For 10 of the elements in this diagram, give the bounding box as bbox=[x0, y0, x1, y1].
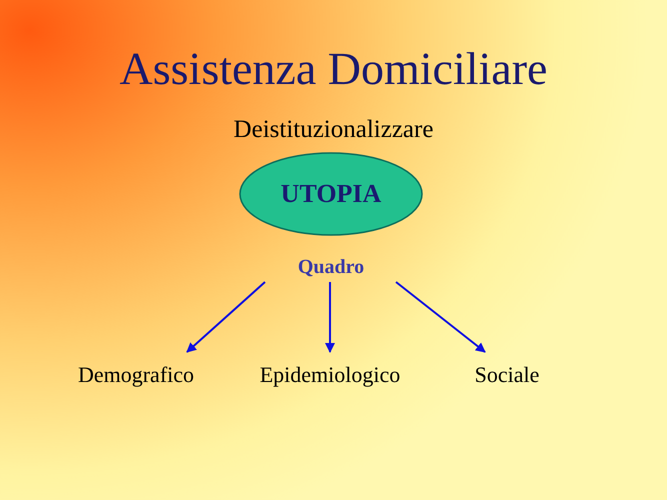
node-label: Epidemiologico bbox=[260, 362, 400, 388]
node-label: UTOPIA bbox=[280, 179, 382, 209]
node-label: Sociale bbox=[474, 362, 540, 388]
arrow bbox=[325, 282, 335, 353]
node-label: Demografico bbox=[78, 362, 194, 388]
title: Assistenza Domiciliare bbox=[118, 42, 548, 95]
arrow bbox=[395, 281, 486, 353]
arrow bbox=[186, 281, 266, 353]
subtitle: Deistituzionalizzare bbox=[232, 116, 434, 144]
node-label: Quadro bbox=[298, 256, 364, 278]
